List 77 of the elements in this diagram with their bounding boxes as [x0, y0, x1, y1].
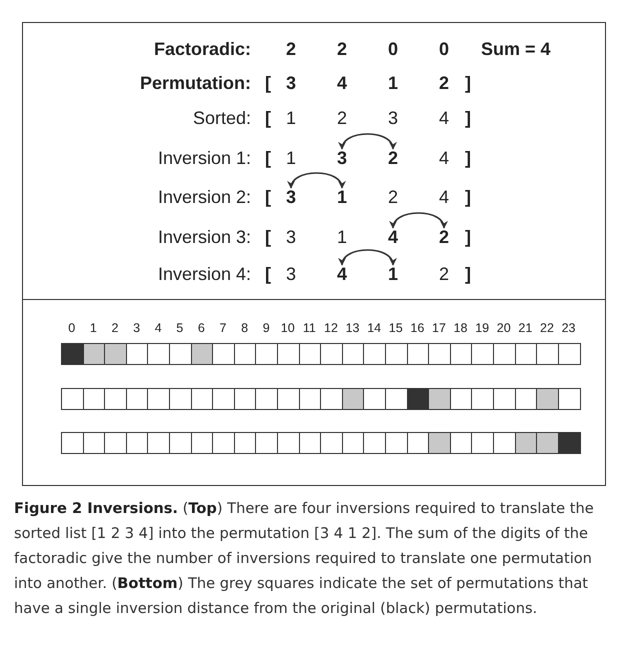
column-number: 6	[198, 321, 205, 335]
digit: 1	[388, 264, 398, 284]
column-number: 8	[241, 321, 248, 335]
column-number: 11	[302, 321, 316, 335]
column-number: 4	[154, 321, 162, 335]
digit: 2	[337, 39, 348, 59]
row-label: Inversion 4:	[158, 264, 252, 284]
swap-arrow	[340, 249, 396, 266]
swap-arrow	[288, 172, 344, 189]
digit: 3	[337, 148, 348, 168]
digit: 2	[388, 148, 398, 168]
bracket: [	[265, 148, 271, 168]
digit: 4	[337, 264, 348, 284]
row-label: Factoradic:	[154, 39, 252, 59]
digit: 2	[439, 73, 450, 93]
column-number: 17	[432, 321, 446, 335]
digit: 4	[337, 73, 348, 93]
column-number: 9	[262, 321, 270, 335]
digit: 4	[439, 148, 450, 168]
digit: 0	[388, 39, 398, 59]
column-number: 20	[496, 321, 511, 335]
row-label: Permutation:	[140, 73, 252, 93]
column-number: 14	[367, 321, 382, 335]
column-number: 19	[475, 321, 490, 335]
column-number: 1	[90, 321, 97, 335]
bracket: ]	[465, 73, 471, 93]
bracket: [	[265, 73, 271, 93]
column-number: 13	[346, 321, 360, 335]
digit: 2	[439, 227, 450, 247]
digit: 3	[286, 264, 296, 284]
digit: 1	[388, 73, 398, 93]
row-label: Sorted:	[193, 108, 252, 128]
column-number: 16	[410, 321, 424, 335]
bracket: ]	[465, 108, 471, 128]
swap-arrow	[340, 133, 396, 150]
digit: 2	[439, 264, 450, 284]
digit: 3	[286, 227, 296, 247]
column-number: 3	[133, 321, 140, 335]
bracket: ]	[465, 227, 471, 247]
digit: 3	[286, 187, 296, 207]
bracket: ]	[465, 187, 471, 207]
digit: 2	[337, 108, 348, 128]
column-number: 5	[176, 321, 184, 335]
column-number: 12	[324, 321, 338, 335]
column-number: 15	[388, 321, 403, 335]
bracket: [	[265, 108, 271, 128]
bracket: [	[265, 264, 271, 284]
sum-label: Sum = 4	[481, 39, 551, 59]
digit: 1	[286, 148, 296, 168]
digit: 4	[388, 227, 398, 247]
swap-arrow	[390, 212, 446, 229]
column-number: 22	[540, 321, 554, 335]
digit: 1	[337, 227, 348, 247]
row-label: Inversion 1:	[158, 148, 252, 168]
row-label: Inversion 2:	[158, 187, 252, 207]
row-label: Inversion 3:	[158, 227, 252, 247]
column-number: 2	[112, 321, 118, 335]
digit: 3	[286, 73, 296, 93]
digit: 0	[439, 39, 450, 59]
column-number: 23	[562, 321, 576, 335]
bracket: [	[265, 227, 271, 247]
column-number: 7	[220, 321, 226, 335]
digit: 1	[286, 108, 296, 128]
column-number: 18	[454, 321, 468, 335]
column-number: 0	[68, 321, 76, 335]
bracket: ]	[465, 264, 471, 284]
digit: 4	[439, 108, 450, 128]
digit: 2	[388, 187, 398, 207]
figure-caption: Figure 2 Inversions. (Top) There are four inversions required to translate the sorted list [1 2 3 4] into the permutation [3 4 1 2]. The sum of the digits of the factoradic give the number of inversions required to translate one permutation into another. (Bottom) The grey squares indicate the set of permutations that have a single inversion distance from the original (black) permutations.	[14, 499, 595, 619]
digit: 1	[337, 187, 348, 207]
column-number: 21	[518, 321, 532, 335]
bracket: ]	[465, 148, 471, 168]
digit: 2	[286, 39, 296, 59]
column-number: 10	[280, 321, 295, 335]
digit: 3	[388, 108, 398, 128]
digit: 4	[439, 187, 450, 207]
bracket: [	[265, 187, 271, 207]
